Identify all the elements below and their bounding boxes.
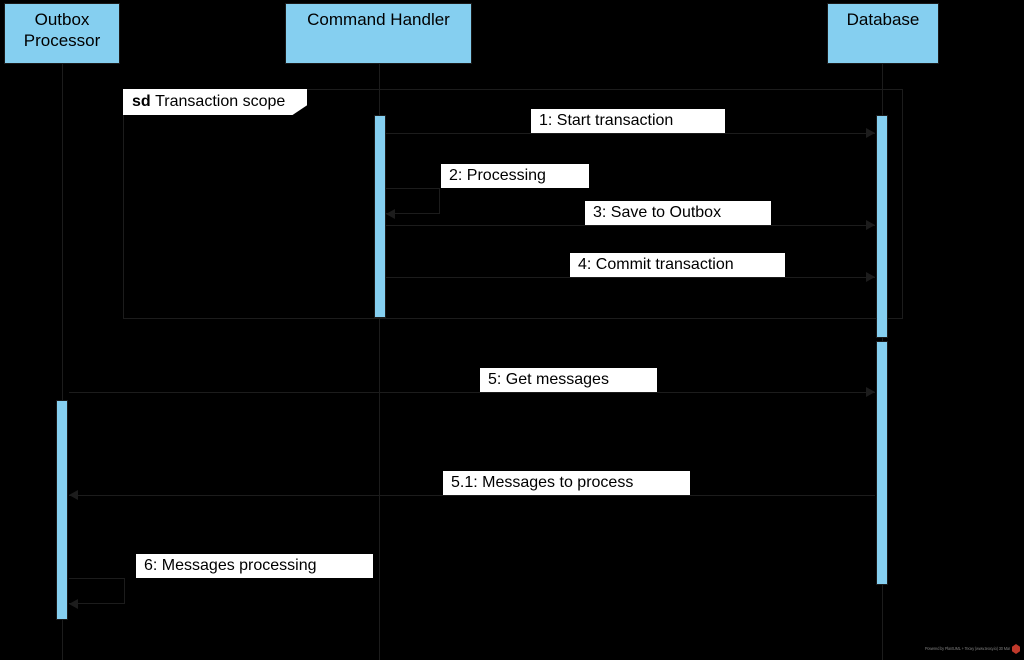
watermark-text: Powered by PlantUML + Teoxy (www.teoxy.i…	[924, 645, 1010, 652]
message-line-4	[386, 277, 875, 278]
participant-command-handler[interactable]: Command Handler	[285, 3, 472, 64]
fragment-frame-transaction-scope	[123, 89, 903, 319]
message-label-1: 1: Start transaction	[531, 109, 725, 133]
activation-bar-database-2	[876, 341, 888, 585]
message-arrowhead-5	[866, 387, 875, 397]
message-line-3	[386, 225, 875, 226]
plantuml-logo-icon	[1012, 644, 1020, 654]
message-label-6: 6: Messages processing	[136, 554, 373, 578]
message-label-3: 3: Save to Outbox	[585, 201, 771, 225]
message-label-2: 2: Processing	[441, 164, 589, 188]
message-selfloop-2	[386, 188, 440, 214]
message-line-5	[69, 392, 875, 393]
message-arrowhead-6	[69, 599, 78, 609]
message-label-4: 4: Commit transaction	[570, 253, 785, 277]
message-arrowhead-1	[866, 128, 875, 138]
lifeline-handler	[379, 64, 380, 660]
message-arrowhead-3	[866, 220, 875, 230]
fragment-name: Transaction scope	[155, 93, 286, 110]
watermark: Powered by PlantUML + Teoxy (www.teoxy.i…	[925, 644, 1020, 654]
message-selfloop-6	[69, 578, 125, 604]
message-line-5-1	[69, 495, 875, 496]
message-arrowhead-5-1	[69, 490, 78, 500]
activation-bar-command-handler	[374, 115, 386, 318]
message-label-5: 5: Get messages	[480, 368, 657, 392]
message-arrowhead-4	[866, 272, 875, 282]
activation-bar-database-1	[876, 115, 888, 338]
activation-bar-outbox-processor	[56, 400, 68, 620]
lifeline-outbox	[62, 64, 63, 660]
fragment-tab-label: sd Transaction scope	[123, 89, 308, 115]
message-arrowhead-2	[386, 209, 395, 219]
fragment-keyword: sd	[132, 93, 151, 110]
participant-outbox-processor[interactable]: Outbox Processor	[4, 3, 120, 64]
message-line-1	[386, 133, 875, 134]
message-label-5-1: 5.1: Messages to process	[443, 471, 690, 495]
participant-database[interactable]: Database	[827, 3, 939, 64]
